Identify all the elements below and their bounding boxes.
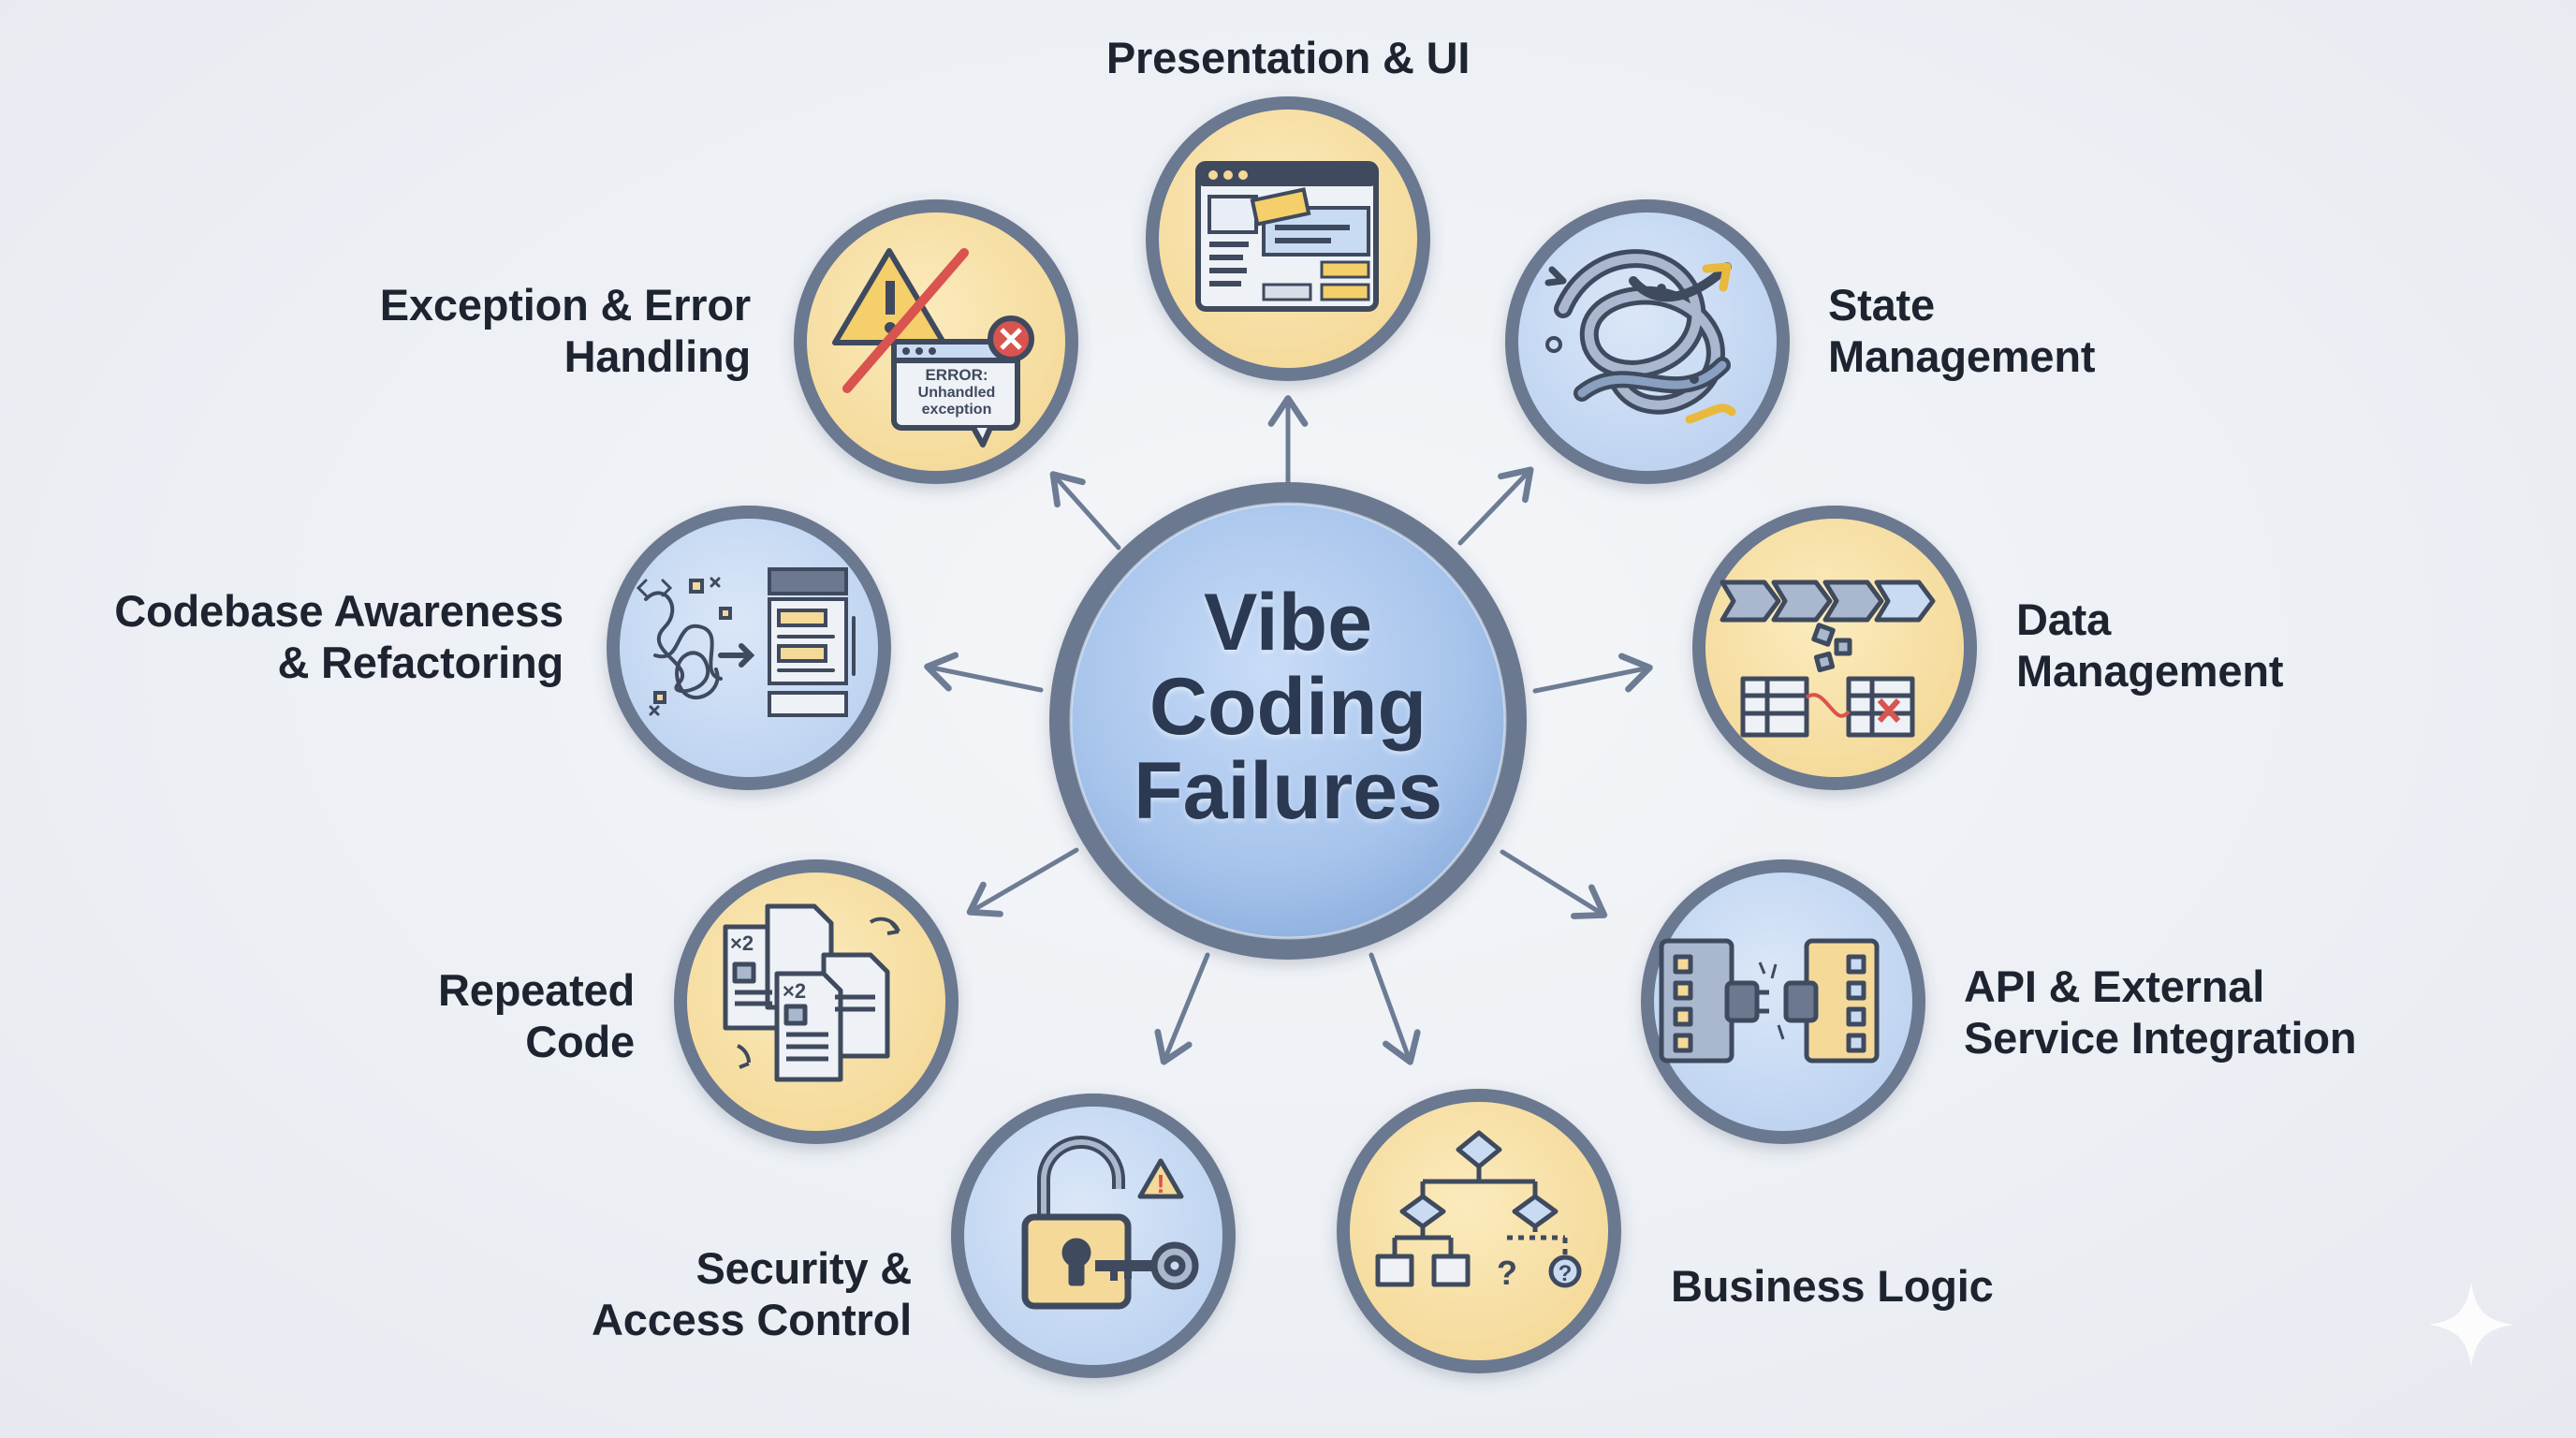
connector-arrows	[924, 395, 1653, 1065]
label-presentation: Presentation & UI	[1105, 33, 1471, 82]
label-codebase: Codebase Awareness & Refactoring	[114, 586, 564, 687]
arrow-exception	[1049, 471, 1121, 550]
security-warning-mark: !	[1156, 1169, 1164, 1198]
sparkle-icon	[2429, 1283, 2513, 1367]
browser-window-icon	[1195, 161, 1379, 312]
arrow-security	[1154, 952, 1210, 1065]
repeated-x2-tag-1: ×2	[730, 932, 754, 955]
arrow-business	[1368, 952, 1421, 1065]
duplicate-documents-icon	[723, 903, 900, 1082]
label-api: API & External Service Integration	[1964, 961, 2357, 1063]
flowchart-icon	[1375, 1130, 1582, 1288]
label-security: Security & Access Control	[592, 1243, 912, 1344]
error-dialog-icon	[832, 248, 1034, 448]
label-state: State Management	[1828, 280, 2096, 381]
error-dialog-line2: exception	[922, 402, 992, 418]
messy-to-structured-icon	[636, 567, 856, 717]
repeated-x2-tag-2: ×2	[783, 979, 806, 1003]
arrow-state	[1457, 466, 1534, 546]
business-question-badge: ?	[1559, 1261, 1573, 1286]
hub-title-line3: Failures	[1134, 746, 1442, 836]
node-codebase	[607, 506, 891, 790]
hub-node	[1049, 482, 1527, 960]
hub-title-line2: Coding	[1149, 662, 1427, 752]
business-question-mark: ?	[1497, 1254, 1517, 1292]
label-exception: Exception & Error Handling	[379, 280, 751, 381]
arrow-data	[1532, 653, 1653, 694]
node-api	[1641, 859, 1925, 1144]
error-dialog-line1: Unhandled	[918, 385, 996, 401]
unlocked-padlock-icon	[1021, 1136, 1199, 1310]
error-dialog-title: ERROR:	[925, 366, 988, 384]
data-pipeline-icon	[1720, 580, 1936, 738]
tangled-arrows-icon	[1544, 249, 1736, 424]
hub-title-line1: Vibe	[1203, 578, 1373, 668]
plug-connector-icon	[1659, 938, 1880, 1064]
arrow-api	[1500, 849, 1608, 919]
label-repeated: Repeated Code	[438, 965, 635, 1066]
label-data: Data Management	[2016, 594, 2284, 696]
arrow-repeated	[966, 847, 1079, 917]
node-business	[1337, 1089, 1621, 1373]
arrow-codebase	[924, 652, 1044, 693]
hub-title: Vibe Coding Failures	[1101, 580, 1475, 833]
label-business: Business Logic	[1671, 1261, 1994, 1311]
